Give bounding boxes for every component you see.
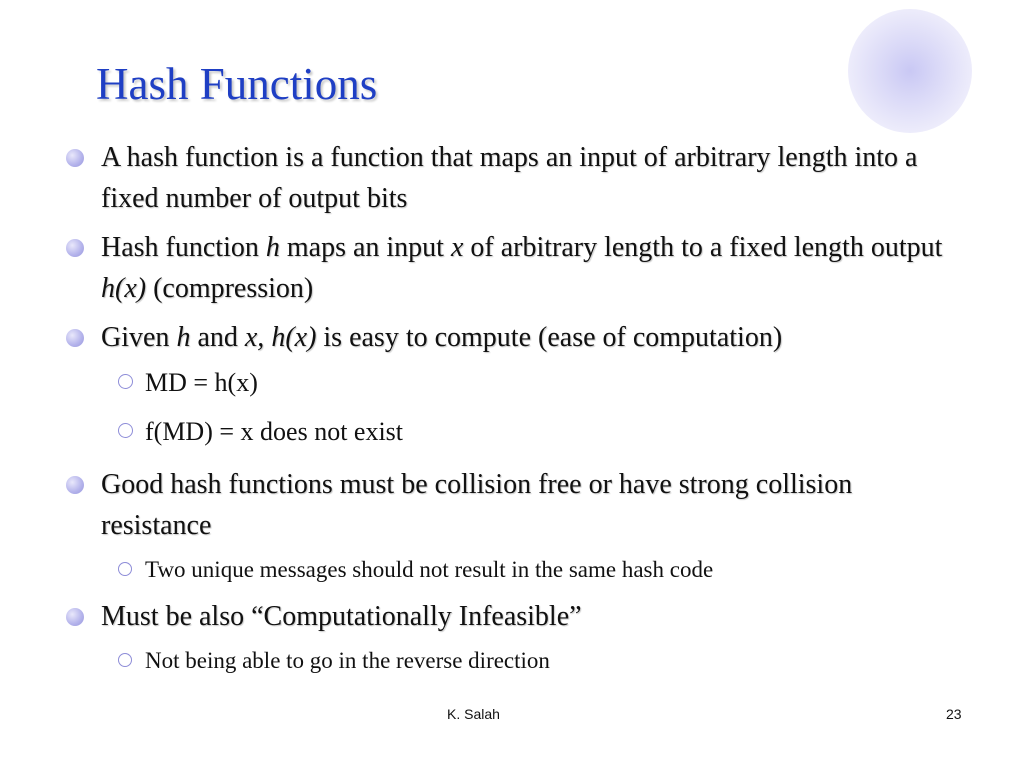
bullet-icon	[66, 149, 84, 167]
bullet-text: A hash function is a function that maps …	[101, 142, 918, 214]
sub-bullet-text: Two unique messages should not result in…	[145, 557, 714, 582]
var-x: x	[450, 232, 464, 263]
var-hx: h(x)	[271, 322, 317, 353]
bullet-item-3: Given h and x, h(x) is easy to compute (…	[60, 317, 960, 358]
bullet-icon	[66, 329, 84, 347]
sub-bullet-item: f(MD) = x does not exist	[60, 415, 960, 449]
hollow-bullet-icon	[118, 374, 133, 389]
bullet-icon	[66, 608, 84, 626]
sub-bullet-item: Two unique messages should not result in…	[60, 554, 960, 586]
sub-bullet-item: MD = h(x)	[60, 366, 960, 400]
sub-bullet-item: Not being able to go in the reverse dire…	[60, 645, 960, 677]
hollow-bullet-icon	[118, 562, 132, 576]
bullet-text: Good hash functions must be collision fr…	[101, 469, 853, 541]
bullet-item-2: Hash function h maps an input x of arbit…	[60, 227, 960, 309]
sub-bullet-text: MD = h(x)	[145, 368, 258, 397]
bullet-text: Hash function h maps an input x of arbit…	[101, 232, 943, 304]
footer-author: K. Salah	[447, 706, 500, 722]
sub-bullet-text: f(MD) = x does not exist	[145, 417, 404, 446]
slide-title: Hash Functions	[96, 59, 378, 109]
var-h: h	[265, 232, 280, 263]
var-h: h	[176, 322, 191, 353]
hollow-bullet-icon	[118, 653, 132, 667]
var-hx: h(x)	[101, 273, 147, 304]
decorative-circle	[848, 9, 972, 133]
bullet-text: Must be also “Computationally Infeasible…	[101, 601, 582, 632]
bullet-item-1: A hash function is a function that maps …	[60, 137, 960, 219]
bullet-item-5: Must be also “Computationally Infeasible…	[60, 596, 960, 637]
sub-bullet-text: Not being able to go in the reverse dire…	[145, 648, 550, 673]
var-x: x,	[244, 322, 265, 353]
bullet-text: Given h and x, h(x) is easy to compute (…	[101, 322, 783, 353]
page-number: 23	[946, 706, 962, 722]
bullet-item-4: Good hash functions must be collision fr…	[60, 464, 960, 546]
slide-body: A hash function is a function that maps …	[60, 137, 960, 687]
hollow-bullet-icon	[118, 423, 133, 438]
bullet-icon	[66, 239, 84, 257]
bullet-icon	[66, 476, 84, 494]
